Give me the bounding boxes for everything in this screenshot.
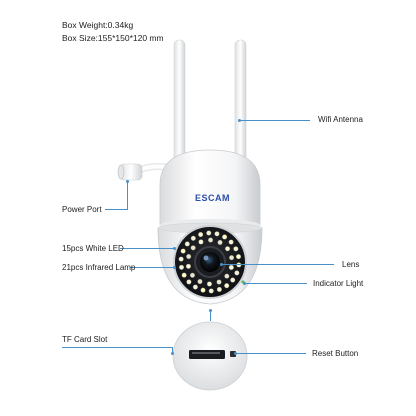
led <box>216 279 222 285</box>
lens-leader <box>222 264 334 265</box>
led <box>186 279 192 285</box>
led <box>178 264 185 270</box>
reset-button-dot <box>234 352 237 355</box>
power-port-leader-horizontal <box>105 209 128 210</box>
led <box>224 283 230 289</box>
led <box>180 248 186 254</box>
lens-dot <box>220 263 223 266</box>
led <box>184 241 190 247</box>
indicator-light-label: Indicator Light <box>313 279 364 288</box>
led <box>217 239 223 245</box>
led <box>208 288 214 294</box>
tf-card-slot-label: TF Card Slot <box>62 335 108 344</box>
led <box>228 264 234 270</box>
indicator-light-leader <box>245 283 307 284</box>
infrared-lamp-label: 21pcs Infrared Lamp <box>62 263 136 272</box>
led <box>235 254 242 260</box>
led <box>190 245 196 251</box>
wifi-antenna-label: Wifi Antenna <box>318 115 363 124</box>
lens-label: Lens <box>342 260 360 269</box>
wifi-antenna-leader <box>240 120 310 121</box>
led <box>224 273 230 279</box>
wifi-antenna-dot <box>238 119 241 122</box>
tf-card-leader-vertical <box>172 347 173 353</box>
tf-card-leader-horizontal <box>62 347 172 348</box>
led <box>186 254 192 260</box>
led <box>198 232 204 238</box>
led <box>228 239 234 245</box>
led <box>178 256 184 262</box>
white-led-label: 15pcs White LED <box>62 244 124 253</box>
led <box>189 272 196 278</box>
led <box>197 279 203 285</box>
led <box>225 246 231 252</box>
led <box>233 246 239 252</box>
power-port-leader-vertical <box>127 182 128 209</box>
led <box>200 287 206 293</box>
infrared-lamp-leader <box>130 267 174 268</box>
led <box>234 270 240 276</box>
led <box>230 277 236 283</box>
led <box>206 281 212 287</box>
indicator-light-dot <box>243 282 246 285</box>
led <box>198 239 204 245</box>
base-connector-dot <box>209 309 212 312</box>
power-port-label: Power Port <box>62 205 102 214</box>
box-size-text: Box Size:155*150*120 mm <box>62 33 164 43</box>
led <box>222 234 228 240</box>
led <box>185 263 191 269</box>
power-port-dot <box>126 180 129 183</box>
white-led-dot <box>173 247 176 250</box>
reset-button-leader <box>236 353 306 354</box>
led <box>229 255 235 261</box>
led <box>214 231 220 237</box>
escam-logo: ESCAM <box>195 193 231 203</box>
box-weight-text: Box Weight:0.34kg <box>62 20 134 30</box>
white-led-leader <box>120 248 174 249</box>
led <box>208 237 214 243</box>
infrared-lamp-dot <box>173 266 176 269</box>
led <box>206 230 212 236</box>
tf-card-dot <box>171 352 174 355</box>
led <box>181 272 187 278</box>
led <box>190 235 196 241</box>
led <box>192 284 198 290</box>
reset-button-label: Reset Button <box>312 349 359 358</box>
base-connector-line <box>210 311 211 321</box>
led <box>216 286 222 293</box>
